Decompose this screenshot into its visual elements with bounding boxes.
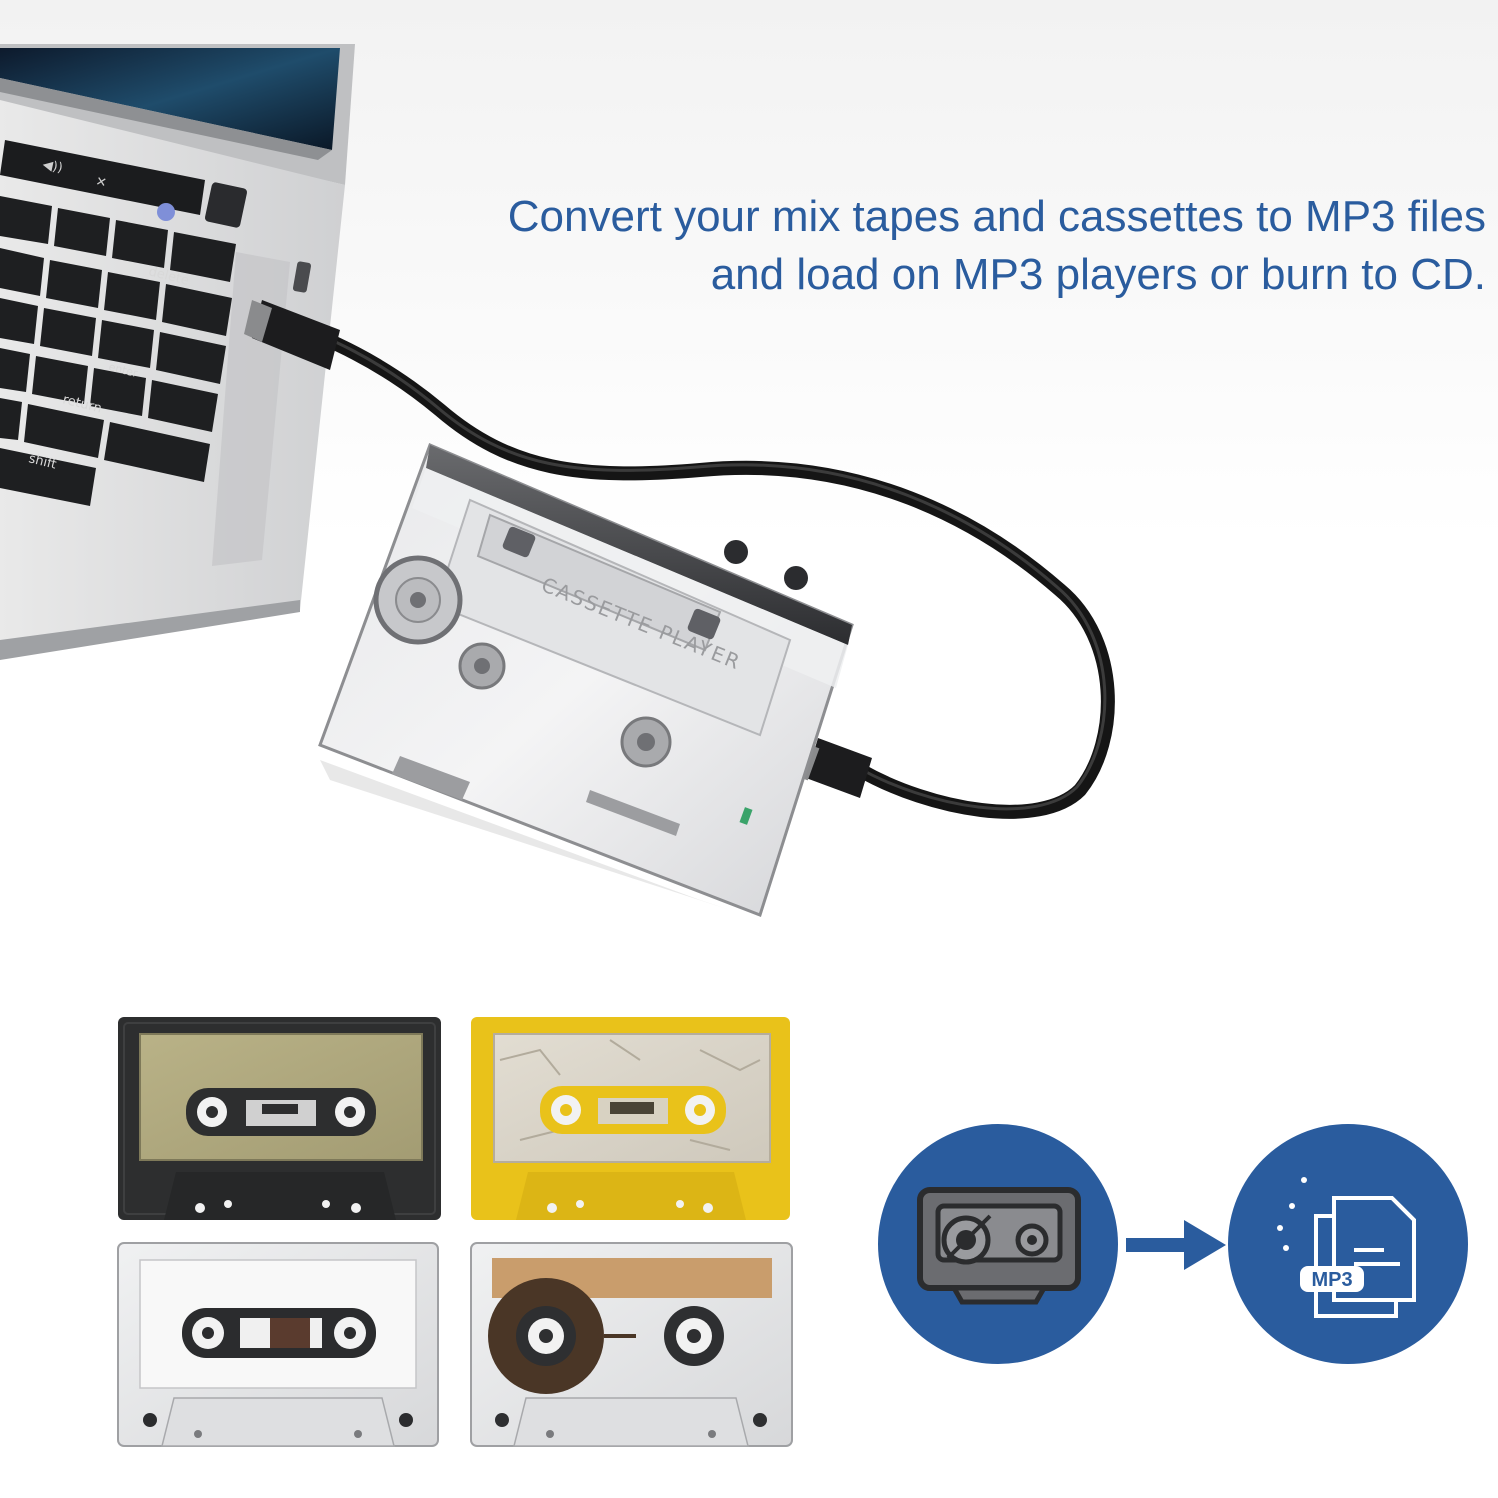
cassette-icon bbox=[917, 1187, 1081, 1305]
mp3-badge: MP3 bbox=[1311, 1269, 1352, 1291]
headline-line-2: and load on MP3 players or burn to CD. bbox=[710, 250, 1486, 299]
cassette-yellow bbox=[471, 1017, 790, 1220]
mp3-circle: MP3 bbox=[1228, 1124, 1468, 1364]
usb-cable bbox=[273, 313, 1115, 819]
keyboard bbox=[0, 196, 236, 506]
jack-left bbox=[724, 540, 748, 564]
jack-right bbox=[784, 566, 808, 590]
laptop-screen bbox=[0, 48, 340, 150]
usb-plug bbox=[244, 300, 340, 370]
headline-line-1: Convert your mix tapes and cassettes to … bbox=[507, 192, 1486, 241]
cassette-clear-white bbox=[117, 1242, 439, 1447]
laptop: ◀)) ✕ delete return bbox=[0, 44, 355, 660]
cassette-player: CASSETTE PLAYER bbox=[318, 443, 854, 917]
siri-icon bbox=[157, 203, 175, 221]
key-shift-label: shift bbox=[27, 451, 58, 472]
headline: Convert your mix tapes and cassettes to … bbox=[386, 188, 1486, 304]
cassette-black bbox=[118, 1017, 441, 1220]
cassette-clear-brown bbox=[470, 1242, 793, 1447]
touch-bar bbox=[0, 140, 205, 215]
svg-text:◀)): ◀)) bbox=[41, 157, 64, 176]
arrow-right-icon bbox=[1126, 1220, 1226, 1270]
cassette-circle bbox=[878, 1124, 1118, 1364]
svg-text:✕: ✕ bbox=[94, 174, 108, 191]
